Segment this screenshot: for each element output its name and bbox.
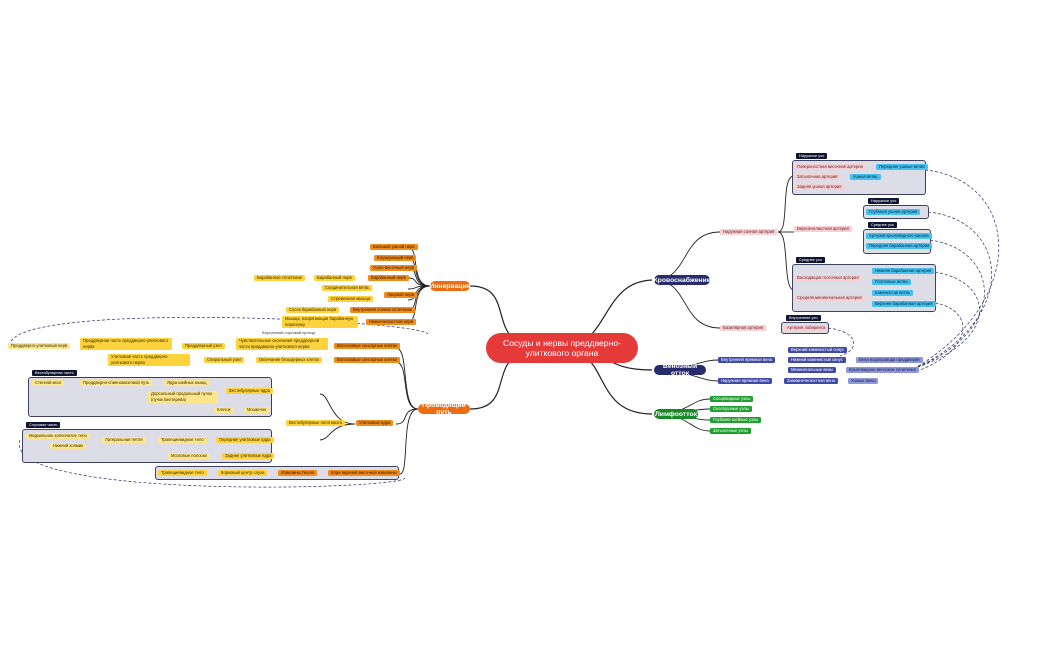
branch-innervation[interactable]: Иннервация [429,281,471,291]
node-auriculotemporal[interactable]: Ушно-височный нерв [370,265,418,271]
node-asc-pharyngeal[interactable]: Восходящая глоточная артерия [794,275,862,281]
node-brain-stripes[interactable]: Мозговые полоски [168,453,210,459]
node-uncus[interactable]: Клочок [214,407,234,413]
node-int-jugular[interactable]: Внутренняя яремная вена [718,357,776,363]
node-lymph-occipital[interactable]: Затылочные узлы [710,428,751,434]
node-great-auricular[interactable]: Большой ушной нерв [370,244,418,250]
node-auricular-branch[interactable]: Ушная ветвь [850,174,881,180]
node-connecting-branch[interactable]: Соединительная ветвь [322,285,373,291]
node-cochlear-nucleus[interactable]: Улитковые ядра [356,420,394,426]
node-ant-tympanic[interactable]: Передняя барабанная артерия [866,243,933,249]
branch-pathway[interactable]: Проводящий путь [418,402,470,416]
node-vest-brain-fields[interactable]: Вестибулярные поля мозга [286,420,345,426]
node-cortex-temporal[interactable]: Кора верхней височной извилины [328,470,400,476]
node-ext-jugular[interactable]: Наружная яремная вена [718,378,772,384]
node-facial[interactable]: Лицевой нерв [384,292,417,298]
node-ext-carotid[interactable]: Наружная сонная артерия [720,229,778,235]
node-pharyngeal-branches[interactable]: Глоточные ветви [872,279,911,285]
node-int-carotid-plexus[interactable]: Внутренняя сонная сплетение [350,307,416,313]
node-spiral-ganglion[interactable]: Спиральный узел [204,357,245,363]
node-post-auricular[interactable]: Задняя ушная артерия [794,184,845,190]
node-vestibulocochlear[interactable]: Преддверно-улитковый нерв [8,343,71,349]
node-retromandibular[interactable]: Занижнечелюстная вена [784,378,839,384]
node-vein-vestibular-aqueduct[interactable]: Вена водопровода преддверия [856,357,923,363]
node-vagus[interactable]: Блуждающий нерв [374,255,417,261]
node-lymph-deep-cervical[interactable]: Глубокие шейные узлы [710,417,762,423]
node-vest-sensory[interactable]: Волосковые сенсорные клетки [334,343,400,349]
label-internal-auditory-canal: Внутренний слуховой проход [262,330,315,335]
node-auditory-center[interactable]: Корковый центр слуха [218,470,268,476]
node-maxillary[interactable]: Верхнечелюстная артерия [794,226,852,232]
node-trapezoid-2[interactable]: Трапециевидное тело [158,470,207,476]
node-organ-corti[interactable]: Окончание безыдерных клеток [256,357,323,363]
node-vest-receptors[interactable]: Чувствительные окончания преддверной час… [236,338,328,350]
node-ant-cochlear[interactable]: Передние улитковые ядра [216,437,274,443]
node-cochlear-part[interactable]: Улитковая часть преддверно-улиткового не… [108,354,190,366]
root-topic[interactable]: Сосуды и нервы преддверно- улиткового ор… [486,333,638,363]
node-lymph-mastoid[interactable]: Сосцевидные узлы [710,396,754,402]
tag-outer-ear-2: Наружное ухо [868,198,900,204]
node-inf-tympanic[interactable]: Нижняя барабанная артерия [872,268,935,274]
node-heschl[interactable]: Извилины Гешля [278,470,318,476]
node-vest-nuclei[interactable]: Вестибулярные ядра [226,388,274,394]
node-tympanic-nerve[interactable]: Барабанный нерв [368,275,409,281]
node-tensor-tympani[interactable]: Мышца, напрягающая барабанную перепонку [282,316,358,328]
node-mandibular[interactable]: Нижнечелюстной нерв [366,319,416,325]
branch-blood-supply[interactable]: Кровоснабжение [653,275,711,285]
node-superficial-temporal[interactable]: Поверхностная височная артерия [794,164,866,170]
node-cerebellar-tonsil[interactable]: Стенной мозг [32,380,65,386]
node-meningeal-veins[interactable]: Менингеальные вены [788,367,837,373]
node-hair-cells[interactable]: Волосковые сенсорные клетки [334,357,400,363]
node-post-cochlear[interactable]: Задние улитковые ядра [222,453,275,459]
node-sup-petrosal[interactable]: Верхний каменистый синус [788,347,848,353]
node-tympanic-nerve-2[interactable]: Барабанный нерв [314,275,355,281]
node-lower-colliculus[interactable]: Нижний холмик [50,443,87,449]
node-ant-auricular[interactable]: Передние ушные ветви [876,164,928,170]
node-pterygoid-plexus[interactable]: Крыловидное венозное сплетение [846,367,920,373]
tag-middle-ear: Среднее ухо [868,222,897,228]
node-auricular-veins[interactable]: Ушные вены [848,378,879,384]
tag-outer-ear: Наружное ухо [796,153,828,159]
tag-middle-ear-2: Среднее ухо [796,257,825,263]
tag-inner-ear: Внутреннее ухо [786,315,821,321]
node-deep-auricular[interactable]: Глубокая ушная артерия [866,209,921,215]
node-stapedius[interactable]: Стременная мышца [328,296,374,302]
node-muscle-nuclei[interactable]: Ядра шейных мышц [164,380,210,386]
node-labyrinth[interactable]: Артерия лабиринта [784,325,829,331]
branch-venous-outflow[interactable]: Венозный отток [654,363,706,377]
node-medial-geniculate[interactable]: Медиальное коленчатое тело [26,433,90,439]
node-middle-meningeal[interactable]: Средняя менингеальная артерия [794,295,865,301]
node-lateral-loop[interactable]: Латеральная петля [102,437,146,443]
node-chorda[interactable]: Сосок барабанный нерв [286,307,340,313]
node-trapezoid-body[interactable]: Трапециевидное тело [158,437,207,443]
node-tympanic-plexus[interactable]: Барабанное сплетение [254,275,305,281]
node-vestibulospinal[interactable]: Преддверно-спинномозговой путь [80,380,153,386]
node-occipital[interactable]: Затылочная артерия [794,174,841,180]
tag-vestibular-part: Вестибулярная часть [32,370,77,376]
node-basilar[interactable]: Базилярная артерия [720,325,767,331]
tag-cochlear-part: Слуховая часть [26,422,61,428]
node-cerebellum[interactable]: Мозжечок [244,407,270,413]
node-sup-tympanic[interactable]: Верхняя барабанная артерия [872,301,936,307]
node-lymph-parotid[interactable]: Околоушные узлы [710,406,752,412]
node-med-longitudinal[interactable]: Дорсальный продольный пучок (пучок Бехте… [148,391,218,403]
node-vest-part[interactable]: Преддверная часть преддверно-улиткового … [80,338,172,350]
branch-lymph-outflow[interactable]: Лимфоотток [654,409,698,419]
node-petrosal[interactable]: Каменистая ветвь [872,290,914,296]
node-vest-ganglion[interactable]: Преддверный узел [182,343,225,349]
node-inf-petrosal[interactable]: Нижний каменистый синус [788,357,846,363]
node-pterygoid-canal[interactable]: Артерия крыловидного канала [866,233,932,239]
